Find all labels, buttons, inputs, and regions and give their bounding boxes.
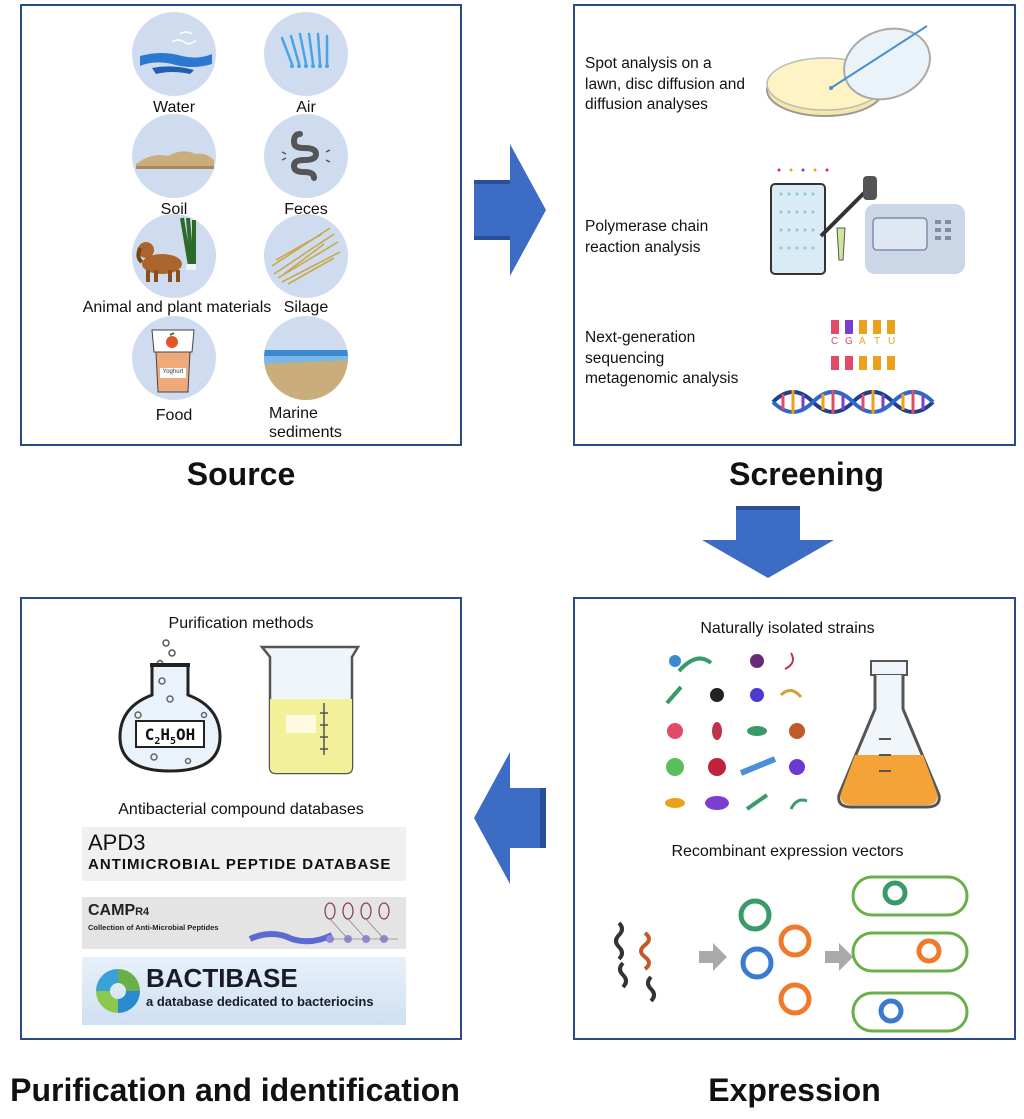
bactibase-subtitle: a database dedicated to bacteriocins	[146, 994, 374, 1009]
source-label-animal-plant: Animal and plant materials	[82, 299, 272, 316]
dog-plant-icon	[132, 214, 216, 298]
beaker-icon	[259, 645, 361, 775]
source-label-marine: Marine sediments	[269, 405, 342, 441]
nucleotide-u: U	[888, 336, 896, 347]
marine-sediment-icon	[264, 316, 348, 400]
apd3-name: APD3	[88, 830, 146, 855]
apd3-logo: APD3 ANTIMICROBIAL PEPTIDE DATABASE	[82, 827, 406, 881]
bactibase-logo: BACTIBASE a database dedicated to bacter…	[82, 957, 406, 1025]
source-label-feces: Feces	[284, 201, 328, 218]
ethanol-flask-icon	[118, 639, 222, 773]
camp-logo: CAMPR4 Collection of Anti-Microbial Pept…	[82, 897, 406, 949]
purification-panel: Purification methods C2H5OH Antibacteria…	[20, 597, 462, 1040]
databases-label: Antibacterial compound databases	[118, 801, 364, 818]
nucleotide-a: A	[859, 336, 866, 347]
expression-panel: Naturally isolated strains Recombinant e…	[573, 597, 1016, 1040]
dna-helix-icon	[771, 390, 935, 414]
strains-label: Naturally isolated strains	[700, 620, 875, 637]
camp-version: R4	[135, 906, 150, 918]
intestine-icon	[264, 114, 348, 198]
peptide-network-icon	[248, 902, 398, 945]
petri-dish-icon	[766, 25, 931, 117]
yoghurt-icon: Yoghurt	[132, 316, 216, 400]
source-label-air: Air	[296, 99, 316, 116]
ethanol-formula: C2H5OH	[144, 725, 196, 748]
silage-icon	[264, 214, 348, 298]
source-title: Source	[186, 456, 296, 492]
bactibase-emblem-icon	[96, 969, 140, 1013]
air-icon	[264, 12, 348, 96]
nucleotide-t: T	[874, 336, 881, 347]
screening-method-pcr: Polymerase chain reaction analysis	[585, 218, 709, 256]
recombinant-vector-icon	[614, 875, 969, 1033]
arrow-left-icon	[474, 752, 546, 884]
pcr-machine-icon	[770, 168, 965, 275]
screening-method-spot: Spot analysis on a lawn, disc diffusion …	[585, 55, 745, 113]
camp-subtitle: Collection of Anti-Microbial Peptides	[88, 923, 219, 932]
bacteria-grid-icon	[665, 652, 808, 811]
nucleotide-g: G	[845, 336, 853, 347]
screening-method-ngs: Next-generation sequencing metagenomic a…	[585, 329, 739, 387]
purification-title: Purification and identification	[10, 1072, 460, 1108]
source-label-food: Food	[155, 407, 193, 424]
camp-name: CAMP	[88, 902, 136, 919]
vectors-label: Recombinant expression vectors	[671, 843, 904, 860]
purification-methods-label: Purification methods	[168, 615, 314, 632]
source-label-water: Water	[152, 99, 196, 116]
screening-panel: Spot analysis on a lawn, disc diffusion …	[573, 4, 1016, 446]
expression-title: Expression	[708, 1072, 881, 1108]
arrow-right-icon	[474, 144, 546, 276]
apd3-subtitle: ANTIMICROBIAL PEPTIDE DATABASE	[88, 856, 392, 873]
water-icon	[132, 12, 216, 96]
soil-icon	[132, 114, 216, 198]
source-label-soil: Soil	[160, 201, 188, 218]
yoghurt-label: Yoghurt	[162, 369, 184, 375]
nucleotide-tubes-icon	[831, 320, 895, 370]
arrow-down-icon	[702, 506, 834, 578]
screening-title: Screening	[729, 456, 884, 492]
flask-icon	[837, 660, 941, 809]
source-label-silage: Silage	[283, 299, 329, 316]
nucleotide-letters: C G A T U	[829, 336, 909, 350]
source-panel: Water Air Soil Feces	[20, 4, 462, 446]
nucleotide-c: C	[831, 336, 839, 347]
bactibase-name: BACTIBASE	[146, 963, 298, 993]
